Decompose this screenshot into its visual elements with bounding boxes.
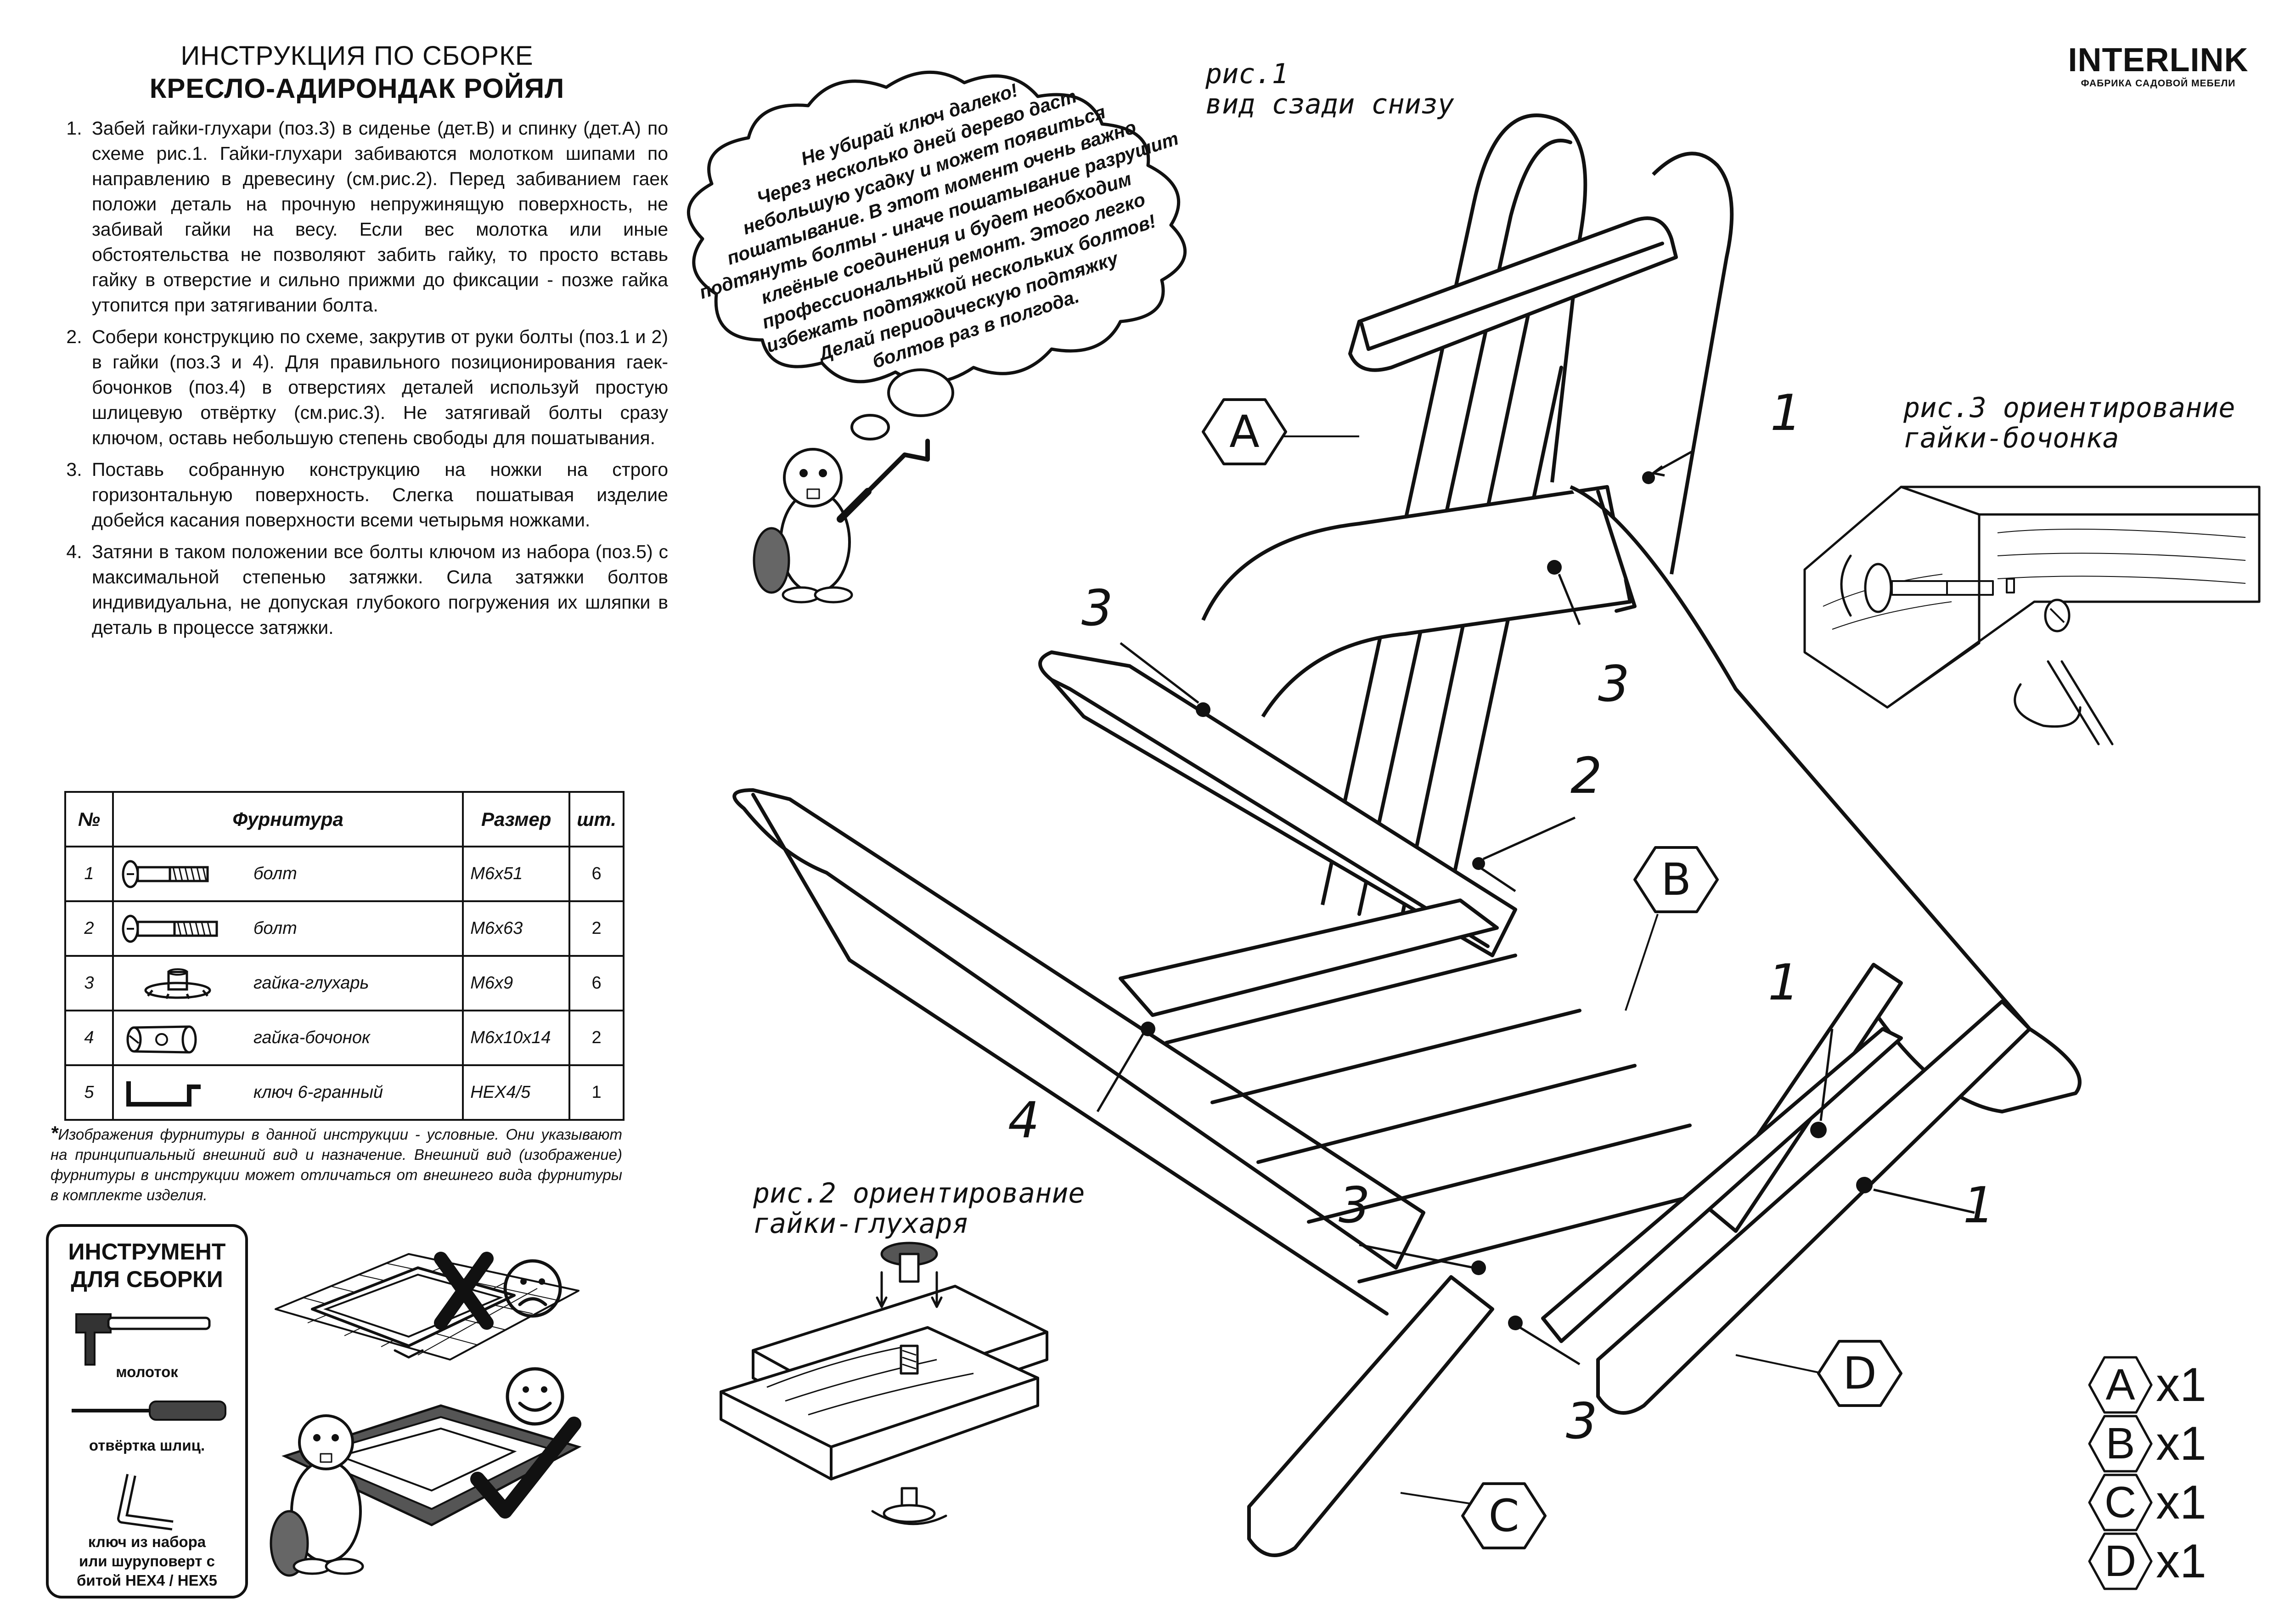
bolt-icon <box>122 915 218 943</box>
figure-2-tee-nut-drawing <box>720 1242 1048 1525</box>
tools-title: ИНСТРУМЕНТ ДЛЯ СБОРКИ <box>68 1239 226 1292</box>
tee-nut-icon <box>144 968 211 999</box>
table-row: 5 ключ 6-гранный HEX4/5 1 <box>64 1064 625 1121</box>
key-label: ключ из набора или шуруповерт с битой HE… <box>77 1533 217 1589</box>
table-row: 3 гайка-глухарь М6х9 6 <box>64 955 625 1011</box>
bolt-icon <box>1864 563 1892 613</box>
callout-1: 1 <box>1770 384 1802 442</box>
bolt-icon <box>122 860 209 888</box>
col-size: Размер <box>462 791 571 847</box>
parts-count-b: B x1 <box>2087 1414 2271 1474</box>
col-num: № <box>64 791 114 847</box>
hex-key-icon <box>117 1474 174 1531</box>
step-2: Собери конструкцию по схеме, закрутив от… <box>87 324 668 451</box>
beaver-mascot-icon <box>270 1414 364 1577</box>
screwdriver-label: отвёртка шлиц. <box>89 1437 205 1454</box>
parts-count-c: C x1 <box>2087 1473 2271 1532</box>
col-qty: шт. <box>568 791 625 847</box>
document-title: ИНСТРУКЦИЯ ПО СБОРКЕ <box>180 41 534 71</box>
wrong-cross-icon <box>434 1252 494 1330</box>
brand-logo: INTERLINK ФАБРИКА САДОВОЙ МЕБЕЛИ <box>2068 42 2249 89</box>
figure-1-caption: рис.1 вид сзади снизу <box>1205 58 1454 120</box>
happy-face-icon <box>506 1367 564 1426</box>
part-label-a: A <box>1229 406 1260 457</box>
step-3: Поставь собранную конструкцию на ножки н… <box>87 457 668 533</box>
assembly-steps: Забей гайки-глухари (поз.3) в сиденье (д… <box>41 116 668 647</box>
figure-2-caption: рис.2 ориентирование гайки-глухаря <box>753 1177 1085 1240</box>
parts-count-a: A x1 <box>2087 1355 2271 1415</box>
callout-3: 3 <box>1339 1177 1370 1234</box>
parts-count-d: D x1 <box>2087 1531 2271 1591</box>
tip-speech-bubble <box>687 70 1187 441</box>
table-row: 1 болт М6х51 6 <box>64 846 625 902</box>
callout-1: 1 <box>1768 954 1800 1011</box>
tool-usage-illustration <box>270 1252 582 1577</box>
step-1: Забей гайки-глухари (поз.3) в сиденье (д… <box>87 116 668 318</box>
callout-1: 1 <box>1963 1177 1995 1234</box>
part-label-b: B <box>1661 854 1691 905</box>
figure-3-caption: рис.3 ориентирование гайки-бочонка <box>1903 392 2235 454</box>
callout-3: 3 <box>1081 580 1113 637</box>
col-hardware: Фурнитура <box>112 791 464 847</box>
callout-3: 3 <box>1598 655 1630 713</box>
callout-4: 4 <box>1008 1092 1040 1149</box>
tools-box: ИНСТРУМЕНТ ДЛЯ СБОРКИ молоток отвёртка ш… <box>46 1224 248 1598</box>
part-label-d: D <box>1843 1348 1877 1399</box>
table-header-row: № Фурнитура Размер шт. <box>64 791 625 847</box>
product-title: КРЕСЛО-АДИРОНДАК РОЙЯЛ <box>149 73 565 104</box>
screwdriver-icon <box>2047 660 2114 746</box>
step-4: Затяни в таком положении все болты ключо… <box>87 539 668 640</box>
hardware-table: № Фурнитура Размер шт. 1 болт М6х51 6 2 <box>64 791 625 1121</box>
screwdriver-icon <box>72 1401 226 1421</box>
table-row: 2 болт М6х63 2 <box>64 900 625 957</box>
part-label-c: C <box>1488 1490 1519 1542</box>
hardware-footnote: *Изображения фурнитуры в данной инструкц… <box>51 1122 622 1204</box>
figure-3-barrel-nut-drawing <box>1803 486 2261 746</box>
barrel-nut-icon <box>126 1025 197 1053</box>
sad-face-icon <box>503 1259 562 1318</box>
table-row: 4 гайка-бочонок М6х10х14 2 <box>64 1010 625 1066</box>
seat-part-b <box>1119 898 1738 1283</box>
beaver-with-key-icon <box>753 439 930 604</box>
hammer-icon <box>75 1313 211 1366</box>
hammer-label: молоток <box>116 1363 178 1380</box>
callout-2: 2 <box>1570 747 1602 805</box>
callout-3: 3 <box>1566 1393 1598 1450</box>
check-mark-icon <box>470 1417 581 1519</box>
hex-key-icon <box>126 1081 201 1107</box>
